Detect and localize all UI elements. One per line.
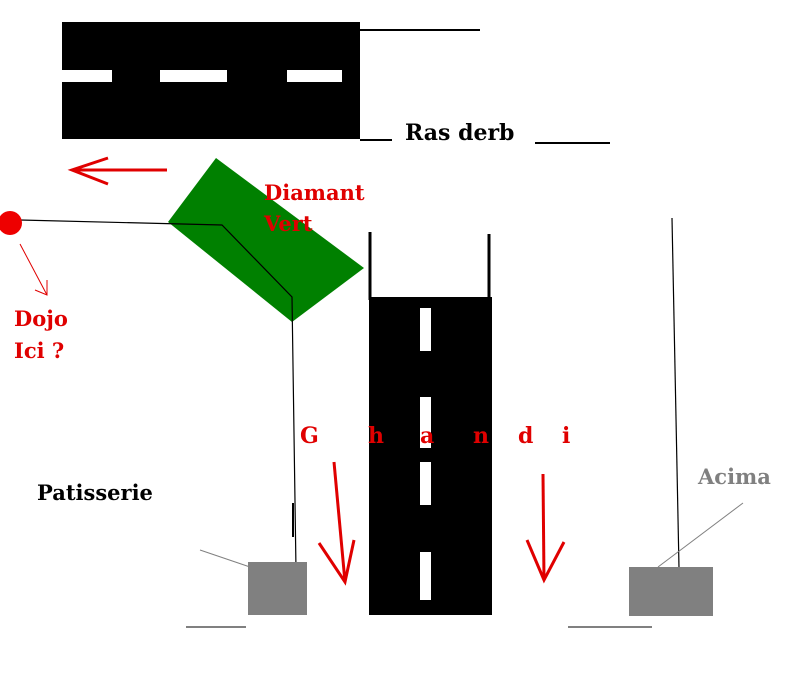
diamant-vert-building [168, 158, 364, 322]
street-line [671, 217, 680, 569]
ghandi-letter: n [473, 423, 489, 449]
vert-label: Vert [264, 211, 313, 236]
lane-marking [62, 70, 112, 82]
down-arrow-icon [317, 461, 356, 586]
down-arrow-icon [525, 473, 566, 584]
ghandi-letter: G [300, 423, 319, 449]
dojo-pointer-arrow-icon [19, 243, 48, 296]
left-arrow-icon [67, 156, 167, 186]
acima-label: Acima [698, 464, 771, 489]
ghandi-letter: i [562, 423, 571, 449]
dojo-label: Dojo [14, 306, 68, 331]
diamant-label: Diamant [264, 180, 365, 205]
acima-building [629, 567, 713, 616]
lane-marking [420, 552, 431, 600]
ici-label: Ici ? [14, 338, 65, 363]
ras-derb-label: Ras derb [405, 120, 515, 146]
patisserie-label: Patisserie [37, 480, 153, 505]
pointer-line [199, 549, 251, 568]
patisserie-building [248, 562, 307, 615]
lane-marking [287, 70, 342, 82]
ghandi-letter: d [518, 423, 534, 449]
lane-marking [420, 462, 431, 505]
path-line [19, 219, 297, 571]
ghandi-letter: h [368, 423, 384, 449]
dojo-location-marker [0, 211, 22, 235]
lane-marking [420, 308, 431, 351]
ghandi-letter: a [420, 423, 435, 449]
lane-marking [160, 70, 227, 82]
lane-marking [420, 397, 431, 448]
pointer-line [657, 502, 744, 568]
